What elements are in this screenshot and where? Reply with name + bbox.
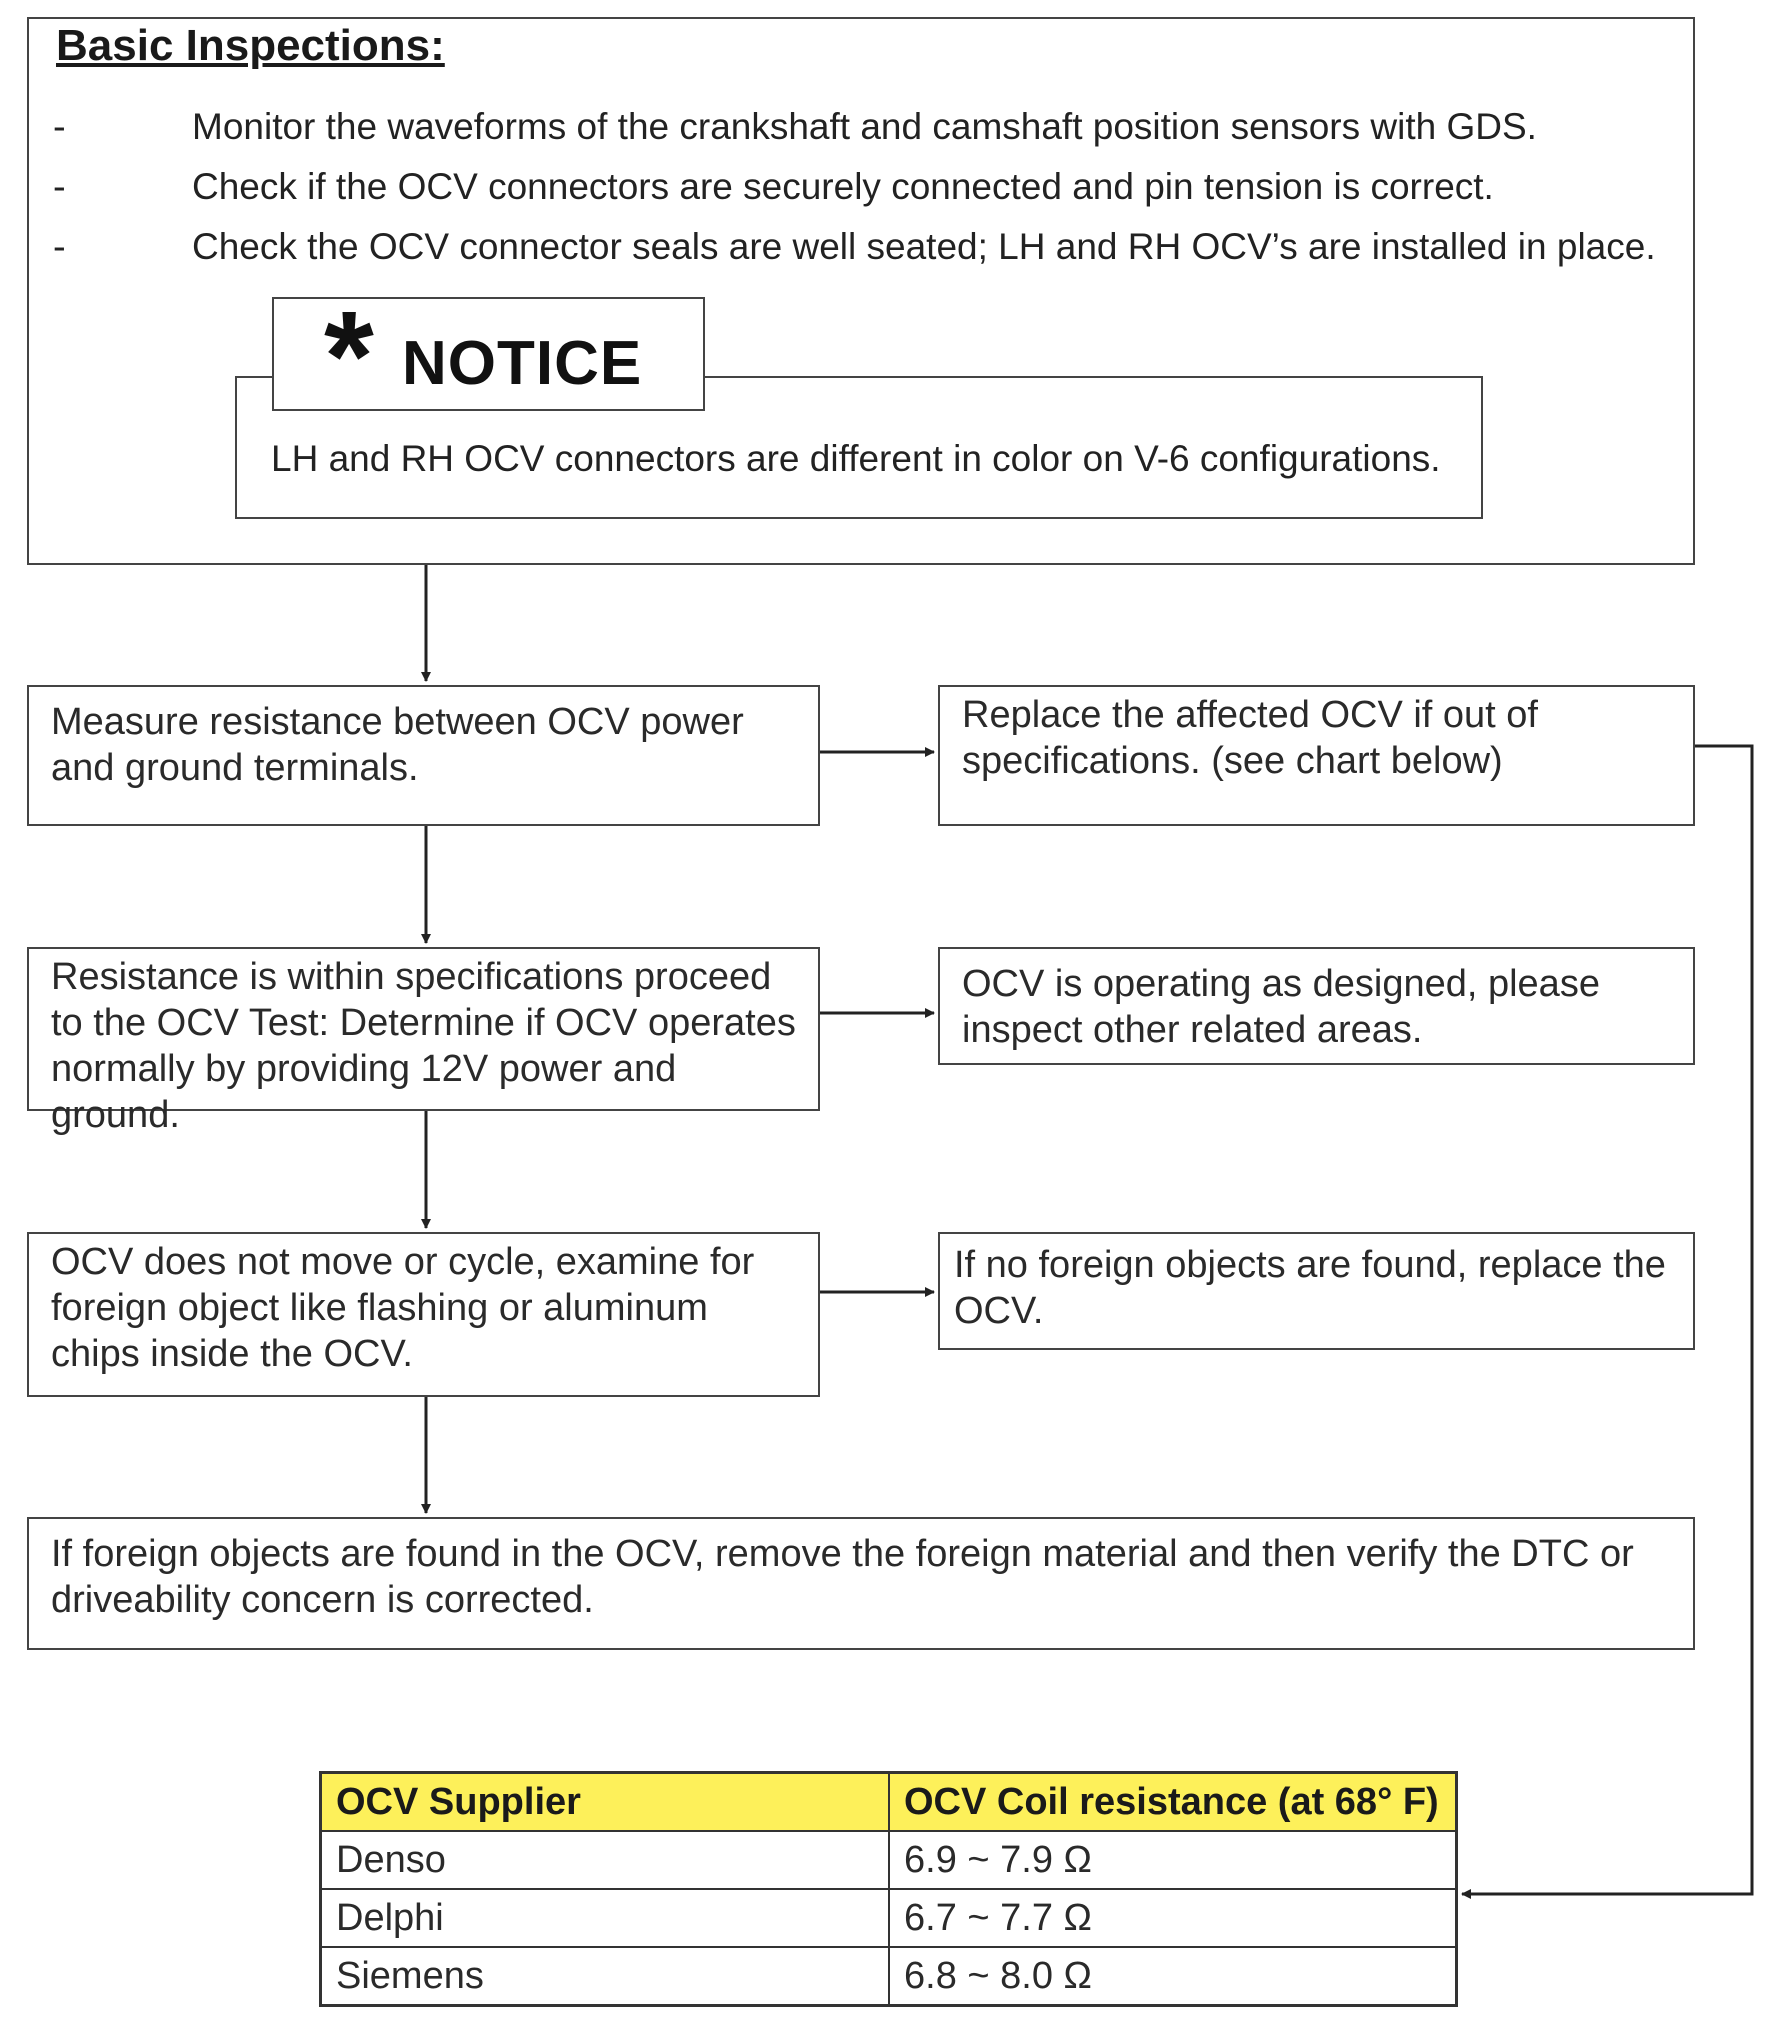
outcome-text: Replace the affected OCV if out of speci… bbox=[962, 694, 1538, 782]
supplier-cell: Denso bbox=[319, 1830, 890, 1890]
resistance-cell: 6.8 ~ 8.0 Ω bbox=[888, 1946, 1458, 2007]
step-text: OCV does not move or cycle, examine for … bbox=[51, 1241, 755, 1375]
step-text: Resistance is within specifications proc… bbox=[51, 956, 796, 1136]
basic-inspections-box: Basic Inspections: - Monitor the wavefor… bbox=[27, 17, 1695, 565]
notice-tab: * NOTICE bbox=[272, 293, 705, 421]
table-row: Denso 6.9 ~ 7.9 Ω bbox=[319, 1830, 1458, 1890]
bullet-text: Check the OCV connector seals are well s… bbox=[192, 226, 1656, 267]
step-remove-foreign-material: If foreign objects are found in the OCV,… bbox=[27, 1517, 1695, 1650]
inspection-bullet: - Check the OCV connector seals are well… bbox=[29, 219, 1689, 275]
arrow-side1-to-table bbox=[1461, 744, 1754, 1899]
step-text: Measure resistance between OCV power and… bbox=[51, 701, 744, 789]
supplier-cell: Siemens bbox=[319, 1946, 890, 2007]
asterisk-icon: * bbox=[324, 285, 374, 428]
table-row: Siemens 6.8 ~ 8.0 Ω bbox=[319, 1946, 1458, 2007]
outcome-inspect-other-areas: OCV is operating as designed, please ins… bbox=[938, 947, 1695, 1065]
outcome-replace-if-no-foreign: If no foreign objects are found, replace… bbox=[938, 1232, 1695, 1350]
header-coil-resistance: OCV Coil resistance (at 68° F) bbox=[888, 1771, 1458, 1832]
table-header-row: OCV Supplier OCV Coil resistance (at 68°… bbox=[319, 1771, 1458, 1832]
ocv-resistance-table: OCV Supplier OCV Coil resistance (at 68°… bbox=[319, 1771, 1458, 2007]
outcome-text: If no foreign objects are found, replace… bbox=[954, 1244, 1666, 1332]
inspection-bullet: - Monitor the waveforms of the crankshaf… bbox=[29, 99, 1689, 155]
resistance-cell: 6.7 ~ 7.7 Ω bbox=[888, 1888, 1458, 1948]
notice-label: NOTICE bbox=[402, 329, 643, 398]
bullet-dash: - bbox=[53, 166, 66, 208]
step-measure-resistance: Measure resistance between OCV power and… bbox=[27, 685, 820, 826]
outcome-replace-ocv: Replace the affected OCV if out of speci… bbox=[938, 685, 1695, 826]
outcome-text: OCV is operating as designed, please ins… bbox=[962, 963, 1600, 1051]
bullet-text: Monitor the waveforms of the crankshaft … bbox=[192, 106, 1537, 147]
bullet-text: Check if the OCV connectors are securely… bbox=[192, 166, 1494, 207]
resistance-cell: 6.9 ~ 7.9 Ω bbox=[888, 1830, 1458, 1890]
table-row: Delphi 6.7 ~ 7.7 Ω bbox=[319, 1888, 1458, 1948]
supplier-cell: Delphi bbox=[319, 1888, 890, 1948]
header-ocv-supplier: OCV Supplier bbox=[319, 1771, 890, 1832]
inspection-bullet: - Check if the OCV connectors are secure… bbox=[29, 159, 1689, 215]
bullet-dash: - bbox=[53, 106, 66, 148]
notice-box: LH and RH OCV connectors are different i… bbox=[235, 376, 1483, 519]
bullet-dash: - bbox=[53, 226, 66, 268]
notice-text: LH and RH OCV connectors are different i… bbox=[271, 438, 1441, 479]
step-examine-foreign-object: OCV does not move or cycle, examine for … bbox=[27, 1232, 820, 1397]
step-text: If foreign objects are found in the OCV,… bbox=[51, 1533, 1634, 1621]
step-ocv-test: Resistance is within specifications proc… bbox=[27, 947, 820, 1136]
basic-inspections-title: Basic Inspections: bbox=[56, 21, 445, 70]
